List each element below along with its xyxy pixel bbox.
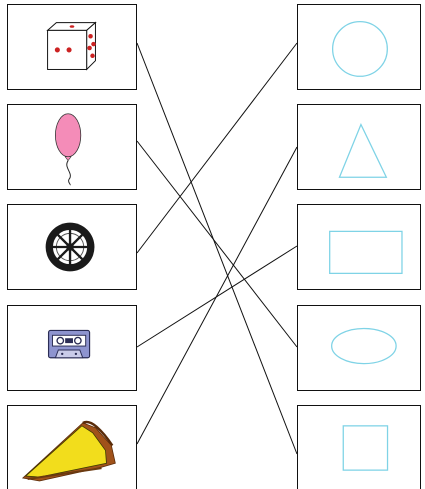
cassette-tape-icon: [8, 306, 136, 390]
match-line-2-to-4: [137, 141, 297, 347]
match-line-3-to-1: [137, 43, 297, 253]
match-line-5-to-2: [137, 147, 297, 444]
rectangle-icon: [298, 205, 420, 289]
dice-icon: [8, 5, 136, 89]
picture-card-cassette[interactable]: [7, 305, 137, 391]
shape-card-triangle[interactable]: [297, 104, 421, 190]
picture-card-dice[interactable]: [7, 4, 137, 90]
picture-card-balloon[interactable]: [7, 104, 137, 190]
shape-card-square[interactable]: [297, 405, 421, 489]
circle-icon: [298, 5, 420, 89]
oval-icon: [298, 306, 420, 390]
wheel-icon: [8, 205, 136, 289]
picture-card-pie[interactable]: [7, 405, 137, 489]
match-line-1-to-5: [137, 43, 297, 454]
square-icon: [298, 406, 420, 489]
shape-card-circle[interactable]: [297, 4, 421, 90]
balloon-icon: [8, 105, 136, 189]
pie-slice-icon: [8, 406, 136, 489]
shape-card-rectangle[interactable]: [297, 204, 421, 290]
triangle-icon: [298, 105, 420, 189]
shape-card-oval[interactable]: [297, 305, 421, 391]
picture-card-wheel[interactable]: [7, 204, 137, 290]
